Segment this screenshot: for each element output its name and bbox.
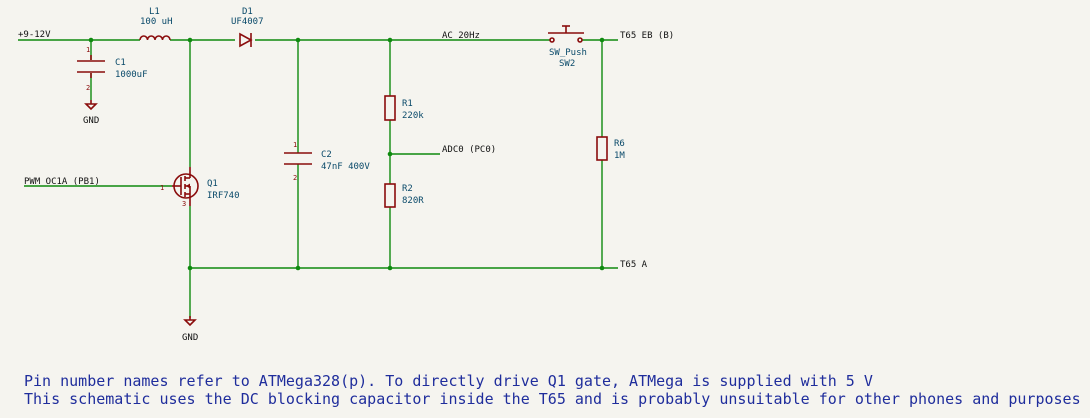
q1-pin-source: 3	[182, 200, 186, 208]
junction-r1-top	[387, 37, 393, 43]
junction-adc	[387, 151, 393, 157]
ground-symbol-c1	[84, 100, 98, 111]
label-c1-value: 1000uF	[115, 70, 148, 80]
net-label-t65-a: T65 A	[620, 260, 648, 270]
resistor-r1	[384, 95, 396, 121]
diode-d1	[239, 32, 253, 48]
net-label-pwm: PWM OC1A (PB1)	[24, 177, 100, 187]
label-c2-ref: C2	[321, 150, 332, 160]
label-q1-value: IRF740	[207, 191, 240, 201]
junction-drain	[187, 37, 193, 43]
note-line-2: This schematic uses the DC blocking capa…	[24, 390, 1081, 408]
net-label-ac: AC 20Hz	[442, 31, 480, 41]
junction-r2-bottom	[387, 265, 393, 271]
c2-pin-2: 2	[293, 174, 297, 182]
junction-c1	[88, 37, 94, 43]
ground-label-q1: GND	[182, 333, 198, 343]
capacitor-c1	[77, 55, 105, 78]
junction-r6-bottom	[599, 265, 605, 271]
c2-pin-1: 1	[293, 141, 297, 149]
label-d1-ref: D1	[242, 7, 253, 17]
switch-sw2	[548, 25, 584, 43]
junction-c2-top	[295, 37, 301, 43]
net-label-t65-eb: T65 EB (B)	[620, 31, 674, 41]
label-r1-value: 220k	[402, 111, 424, 121]
resistor-r2	[384, 183, 396, 208]
inductor-l1	[139, 35, 171, 41]
label-r2-value: 820R	[402, 196, 424, 206]
label-r6-ref: R6	[614, 139, 625, 149]
wires	[18, 39, 618, 318]
c1-pin-1: 1	[86, 46, 90, 54]
label-r6-value: 1M	[614, 151, 625, 161]
label-l1-ref: L1	[149, 7, 160, 17]
label-l1-value: 100 uH	[140, 17, 173, 27]
junction-source	[187, 265, 193, 271]
q1-pin-gate: 1	[160, 184, 164, 192]
label-q1-ref: Q1	[207, 179, 218, 189]
mosfet-q1	[172, 167, 199, 206]
label-r2-ref: R2	[402, 184, 413, 194]
label-c1-ref: C1	[115, 58, 126, 68]
label-sw2-ref: SW2	[559, 59, 575, 69]
junctions	[88, 37, 605, 271]
net-label-adc: ADC0 (PC0)	[442, 145, 496, 155]
pin-numbers: 1 2 1 2 1 3	[86, 46, 297, 208]
label-c2-value: 47nF 400V	[321, 162, 370, 172]
ground-label-c1: GND	[83, 116, 99, 126]
capacitor-c2	[284, 152, 312, 165]
label-sw2-value: SW_Push	[549, 48, 587, 58]
c1-pin-2: 2	[86, 84, 90, 92]
label-r1-ref: R1	[402, 99, 413, 109]
ground-symbol-q1	[183, 316, 197, 327]
junction-c2-bottom	[295, 265, 301, 271]
net-label-supply: +9-12V	[18, 30, 51, 40]
resistor-r6	[596, 136, 608, 161]
junction-r6-top	[599, 37, 605, 43]
note-line-1: Pin number names refer to ATMega328(p). …	[24, 372, 873, 390]
label-d1-value: UF4007	[231, 17, 264, 27]
